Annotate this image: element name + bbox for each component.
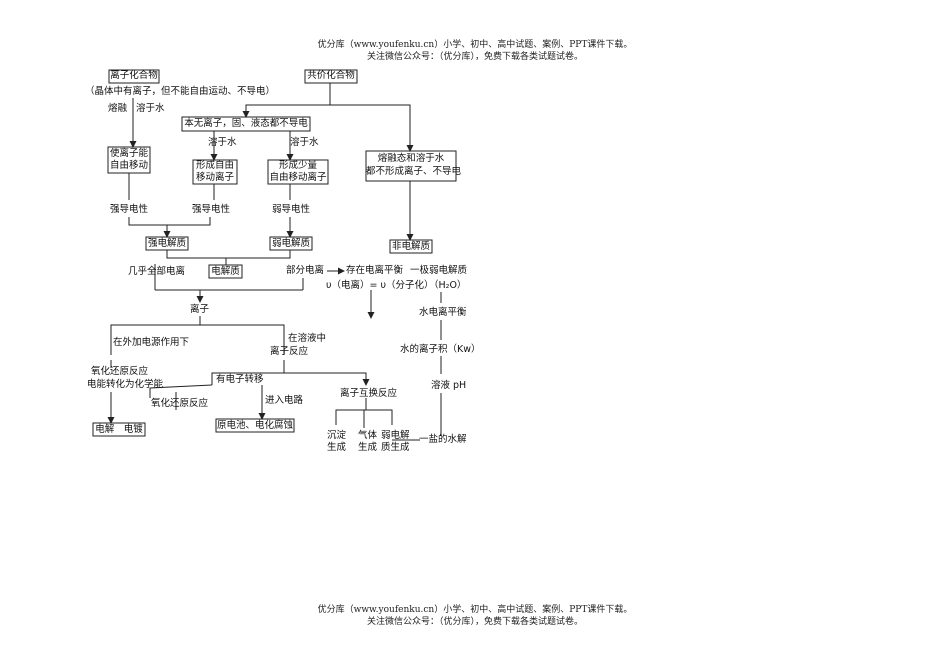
rate-eq-label: υ（电离）= υ（分子化） — [326, 280, 434, 291]
partial-label: 部分电离 — [286, 265, 325, 276]
box-electrolysis — [92, 422, 146, 437]
melt-label: 熔融 — [108, 103, 128, 114]
electrolyte-label: 电解质 — [211, 266, 240, 277]
redox-left-1: 氧化还原反应 — [91, 366, 149, 377]
non-electrolyte-label: 非电解质 — [391, 241, 430, 252]
gas-2: 生成 — [358, 442, 378, 453]
form-few-2: 自由移动离子 — [269, 172, 327, 183]
header-line-2: 关注微信公众号：（优分库），免费下载各类试题试卷。 — [366, 52, 583, 62]
page-header: 优分库（www.youfenku.cn）小学、初中、高中试题、案例、PPT课件下… — [0, 39, 950, 63]
electrolysis-label: 电解 电镀 — [95, 424, 143, 435]
weak-form-1: 弱电解 — [381, 430, 410, 441]
battery-label: 原电池、电化腐蚀 — [216, 420, 293, 431]
ions-free-2: 自由移动 — [109, 160, 148, 171]
ionic-note: （晶体中有离子，但不能自由运动、不导电） — [85, 86, 276, 97]
covalent-compound-label: 共价化合物 — [307, 70, 355, 81]
redox-mid-label: 氧化还原反应 — [151, 398, 209, 409]
strong-electrolyte-label: 强电解质 — [147, 238, 186, 249]
kw-label: 水的离子积（Kw） — [400, 344, 481, 355]
box-form-few — [267, 159, 329, 185]
ext-power-label: 在外加电源作用下 — [113, 337, 190, 348]
no-ions-covalent-1: 熔融态和溶于水 — [377, 153, 445, 164]
box-ionic-compound — [108, 69, 160, 84]
redox-left-2: 电能转化为化学能 — [87, 379, 164, 390]
box-no-ions-covalent — [365, 150, 457, 182]
hydrolysis-label: 一盐的水解 — [419, 434, 467, 445]
strong-cond-2: 强导电性 — [192, 204, 231, 215]
box-covalent-compound — [304, 69, 358, 84]
box-battery — [215, 418, 295, 433]
box-form-free — [192, 159, 238, 185]
gas-1: 气体 — [358, 430, 378, 441]
equilibrium-label: 存在电离平衡 — [346, 265, 404, 276]
ions-label: 离子 — [190, 304, 210, 315]
footer-line-1: 优分库（www.youfenku.cn）小学、初中、高中试题、案例、PPT课件下… — [317, 605, 633, 615]
page-footer: 优分库（www.youfenku.cn）小学、初中、高中试题、案例、PPT课件下… — [0, 604, 950, 628]
water-label: （H₂O） — [429, 280, 467, 291]
in-solution-2: 离子反应 — [270, 346, 309, 357]
strong-cond-1: 强导电性 — [110, 204, 149, 215]
ion-exchange-label: 离子互换反应 — [340, 388, 398, 399]
ions-free-1: 使离子能 — [109, 148, 148, 159]
water-eq-label: 水电离平衡 — [419, 307, 467, 318]
precip-1: 沉淀 — [327, 430, 347, 441]
form-free-2: 移动离子 — [195, 172, 234, 183]
header-line-1: 优分库（www.youfenku.cn）小学、初中、高中试题、案例、PPT课件下… — [317, 40, 633, 50]
dissolve-b-label: 溶于水 — [290, 137, 319, 148]
precip-2: 生成 — [327, 442, 347, 453]
no-ions-covalent-2: 都不形成离子、不导电 — [366, 166, 462, 177]
no-ions-label: 本无离子，固、液态都不导电 — [184, 118, 308, 129]
footer-line-2: 关注微信公众号：（优分库），免费下载各类试题试卷。 — [366, 617, 583, 627]
weak-cond: 弱导电性 — [272, 204, 311, 215]
form-few-1: 形成少量 — [278, 160, 317, 171]
weak-electrolyte-label: 弱电解质 — [271, 238, 310, 249]
dissolve-a-label: 溶于水 — [208, 137, 237, 148]
ionic-compound-label: 离子化合物 — [110, 70, 158, 81]
ph-label: 溶液 pH — [431, 380, 467, 391]
very-weak-label: 一极弱电解质 — [410, 265, 468, 276]
almost-full-label: 几乎全部电离 — [128, 266, 186, 277]
form-free-1: 形成自由 — [195, 160, 234, 171]
electron-transfer-label: 有电子转移 — [216, 374, 264, 385]
into-circuit-label: 进入电路 — [265, 395, 304, 406]
in-solution-1: 在溶液中 — [288, 333, 327, 344]
dissolve-label: 溶于水 — [136, 103, 165, 114]
weak-form-2: 质生成 — [381, 442, 410, 453]
